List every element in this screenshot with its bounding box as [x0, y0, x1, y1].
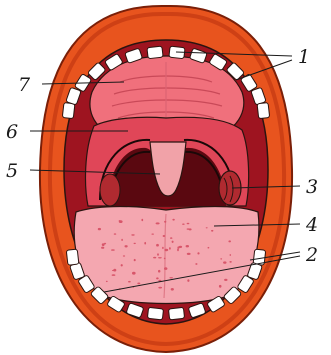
- papilla: [171, 288, 174, 291]
- papilla: [144, 242, 146, 245]
- papilla: [229, 261, 231, 263]
- papilla: [158, 270, 160, 273]
- papilla: [219, 285, 222, 288]
- papilla: [123, 255, 125, 256]
- papilla: [121, 264, 123, 266]
- papilla: [177, 248, 179, 251]
- papilla: [172, 219, 174, 221]
- papilla: [153, 257, 156, 259]
- upper-tooth: [147, 46, 163, 59]
- papilla: [134, 259, 136, 261]
- papilla: [187, 228, 190, 229]
- papilla: [157, 253, 159, 256]
- papilla: [208, 247, 210, 249]
- papilla: [158, 287, 162, 289]
- papilla: [220, 258, 222, 259]
- papilla: [211, 230, 213, 232]
- left-tonsil: [100, 174, 120, 206]
- upper-tooth: [257, 103, 270, 119]
- papilla: [172, 241, 174, 243]
- papilla: [125, 245, 128, 247]
- papilla: [158, 257, 162, 258]
- papilla: [106, 281, 108, 282]
- papilla: [170, 237, 172, 239]
- label-soft-palate: 6: [6, 121, 18, 143]
- papilla: [228, 240, 231, 242]
- papilla: [179, 246, 182, 248]
- papilla: [206, 227, 208, 228]
- papilla: [187, 223, 190, 225]
- papilla: [156, 222, 160, 224]
- lower-tooth: [66, 249, 79, 265]
- papilla: [187, 279, 189, 282]
- papilla: [195, 263, 197, 265]
- papilla: [141, 219, 143, 221]
- papilla: [197, 252, 199, 254]
- label-uvula: 5: [6, 160, 18, 182]
- papilla: [156, 277, 159, 279]
- papilla: [186, 245, 189, 247]
- label-lower-teeth: 2: [305, 244, 318, 266]
- papilla: [112, 274, 116, 276]
- papilla: [121, 239, 123, 241]
- papilla: [164, 267, 167, 270]
- papilla: [169, 277, 173, 278]
- label-palatine-tonsil: 3: [306, 176, 318, 198]
- papilla: [111, 249, 115, 251]
- papilla: [187, 253, 191, 255]
- papilla: [134, 243, 136, 244]
- papilla: [182, 224, 185, 225]
- papilla: [137, 283, 140, 285]
- papilla: [164, 258, 166, 260]
- label-tongue: 4: [305, 214, 318, 236]
- label-upper-teeth: 1: [298, 46, 310, 68]
- lower-tooth: [147, 307, 163, 320]
- lower-tooth: [168, 307, 184, 320]
- papilla: [164, 249, 168, 251]
- papilla: [113, 269, 116, 272]
- papilla: [102, 243, 105, 246]
- papilla: [156, 244, 159, 247]
- papilla: [151, 234, 154, 235]
- papilla: [224, 279, 227, 281]
- papilla: [128, 281, 131, 283]
- papilla: [101, 247, 104, 249]
- papilla: [169, 247, 171, 250]
- papilla: [223, 261, 226, 263]
- label-hard-palate: 7: [18, 74, 31, 96]
- upper-tooth: [62, 103, 75, 119]
- papilla: [119, 220, 121, 221]
- papilla: [163, 235, 166, 237]
- papilla: [164, 221, 166, 223]
- papilla: [114, 233, 117, 234]
- papilla: [131, 234, 134, 235]
- papilla: [132, 272, 136, 275]
- papilla: [230, 254, 232, 256]
- papilla: [162, 247, 164, 249]
- papilla: [98, 228, 101, 230]
